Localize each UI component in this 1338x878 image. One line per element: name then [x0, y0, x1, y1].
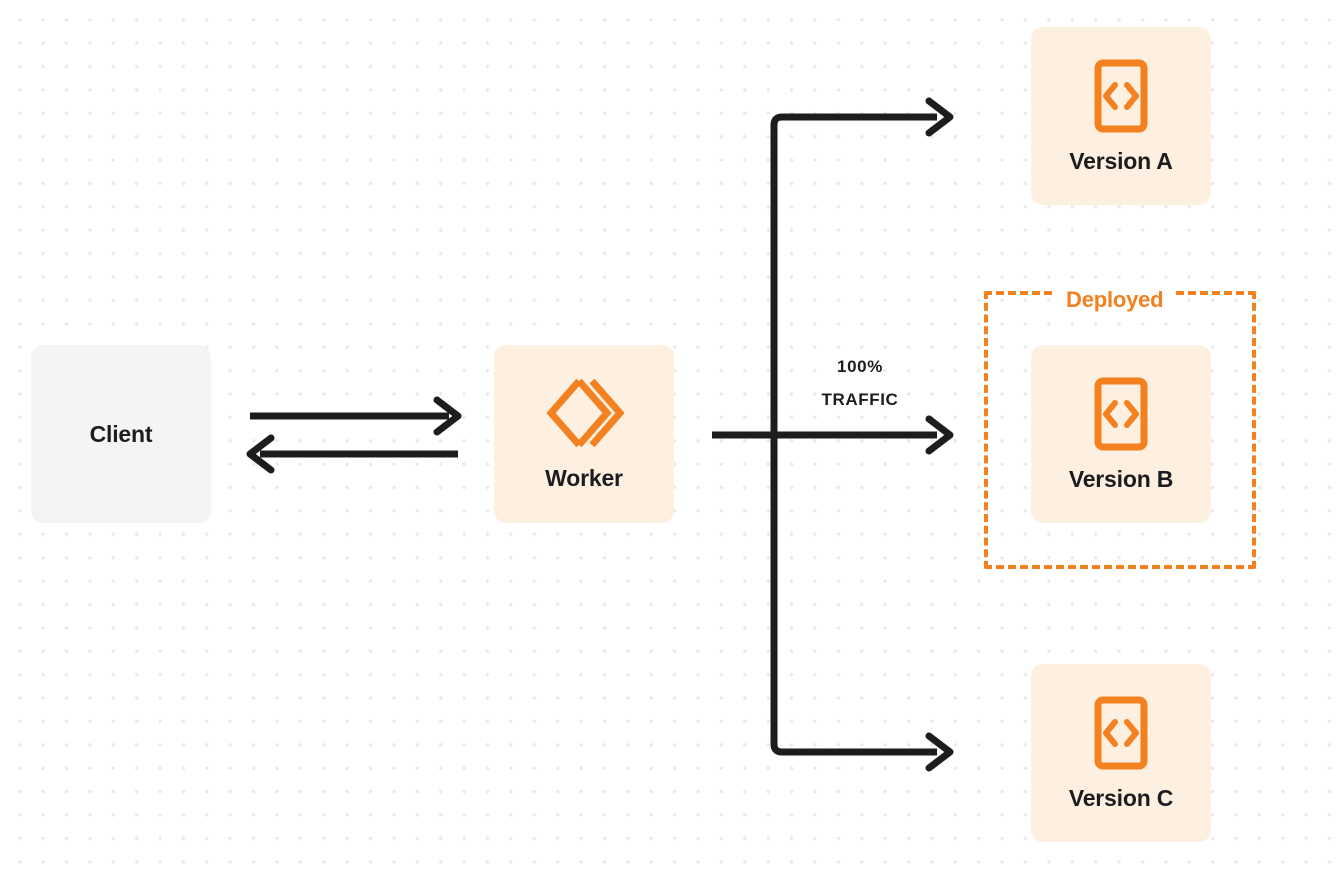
arrow-client-to-worker — [250, 396, 462, 436]
node-worker[interactable]: Worker — [494, 345, 674, 523]
traffic-percent: 100% — [837, 357, 883, 376]
arrow-worker-to-versions — [712, 97, 954, 772]
code-brackets-icon — [1093, 695, 1149, 771]
node-version-c-label: Version C — [1068, 784, 1174, 811]
code-brackets-icon — [1093, 376, 1149, 452]
node-version-c[interactable]: Version C — [1031, 664, 1211, 842]
node-worker-label: Worker — [545, 464, 623, 491]
deployed-group-label: Deployed — [1056, 286, 1174, 314]
node-version-b-label: Version B — [1068, 465, 1174, 492]
node-version-b[interactable]: Version B — [1031, 345, 1211, 523]
node-version-a-label: Version A — [1069, 147, 1173, 174]
code-brackets-icon — [1093, 58, 1149, 134]
arrow-worker-to-client — [246, 434, 458, 474]
traffic-word: TRAFFIC — [821, 390, 899, 409]
node-client-label: Client — [89, 420, 153, 447]
cloudflare-workers-logo-icon — [544, 377, 625, 449]
traffic-split-label: 100% TRAFFIC — [790, 350, 930, 416]
node-version-a[interactable]: Version A — [1031, 27, 1211, 205]
node-client[interactable]: Client — [31, 345, 211, 523]
